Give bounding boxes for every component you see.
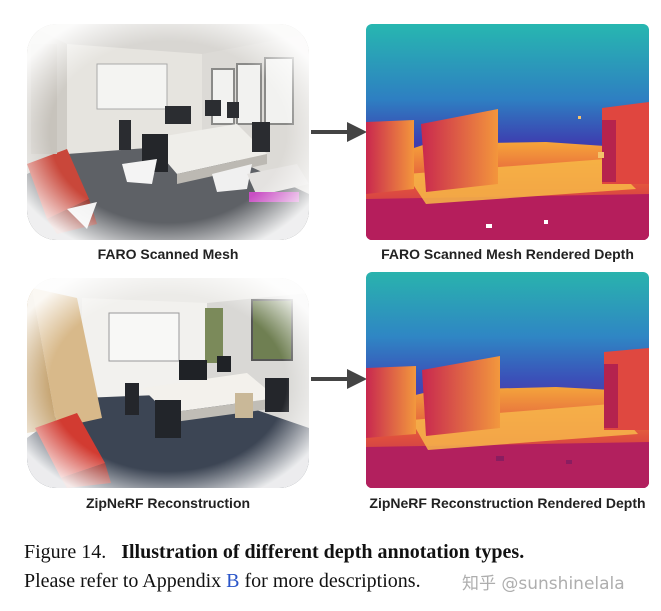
zipnerf-depth-image	[366, 272, 649, 488]
faro-mesh-image	[27, 24, 309, 240]
zipnerf-caption: ZipNeRF Reconstruction	[85, 495, 251, 511]
caption-text-after: for more descriptions.	[239, 570, 421, 592]
faro-mesh-caption: FARO Scanned Mesh	[97, 246, 239, 262]
figure-caption: Figure 14. Illustration of different dep…	[24, 538, 649, 596]
arrow-right-icon	[311, 122, 367, 142]
zipnerf-image	[27, 278, 309, 488]
arrow-right-icon	[311, 369, 367, 389]
zipnerf-depth-caption: ZipNeRF Reconstruction Rendered Depth	[369, 495, 646, 511]
faro-depth-caption: FARO Scanned Mesh Rendered Depth	[381, 246, 634, 262]
appendix-link[interactable]: B	[226, 570, 240, 592]
watermark: 知乎 @sunshinelala	[462, 574, 625, 594]
figure-label: Figure 14.	[24, 541, 107, 563]
faro-depth-image	[366, 24, 649, 240]
figure-title: Illustration of different depth annotati…	[121, 541, 525, 563]
caption-text-before: Please refer to Appendix	[24, 570, 227, 592]
